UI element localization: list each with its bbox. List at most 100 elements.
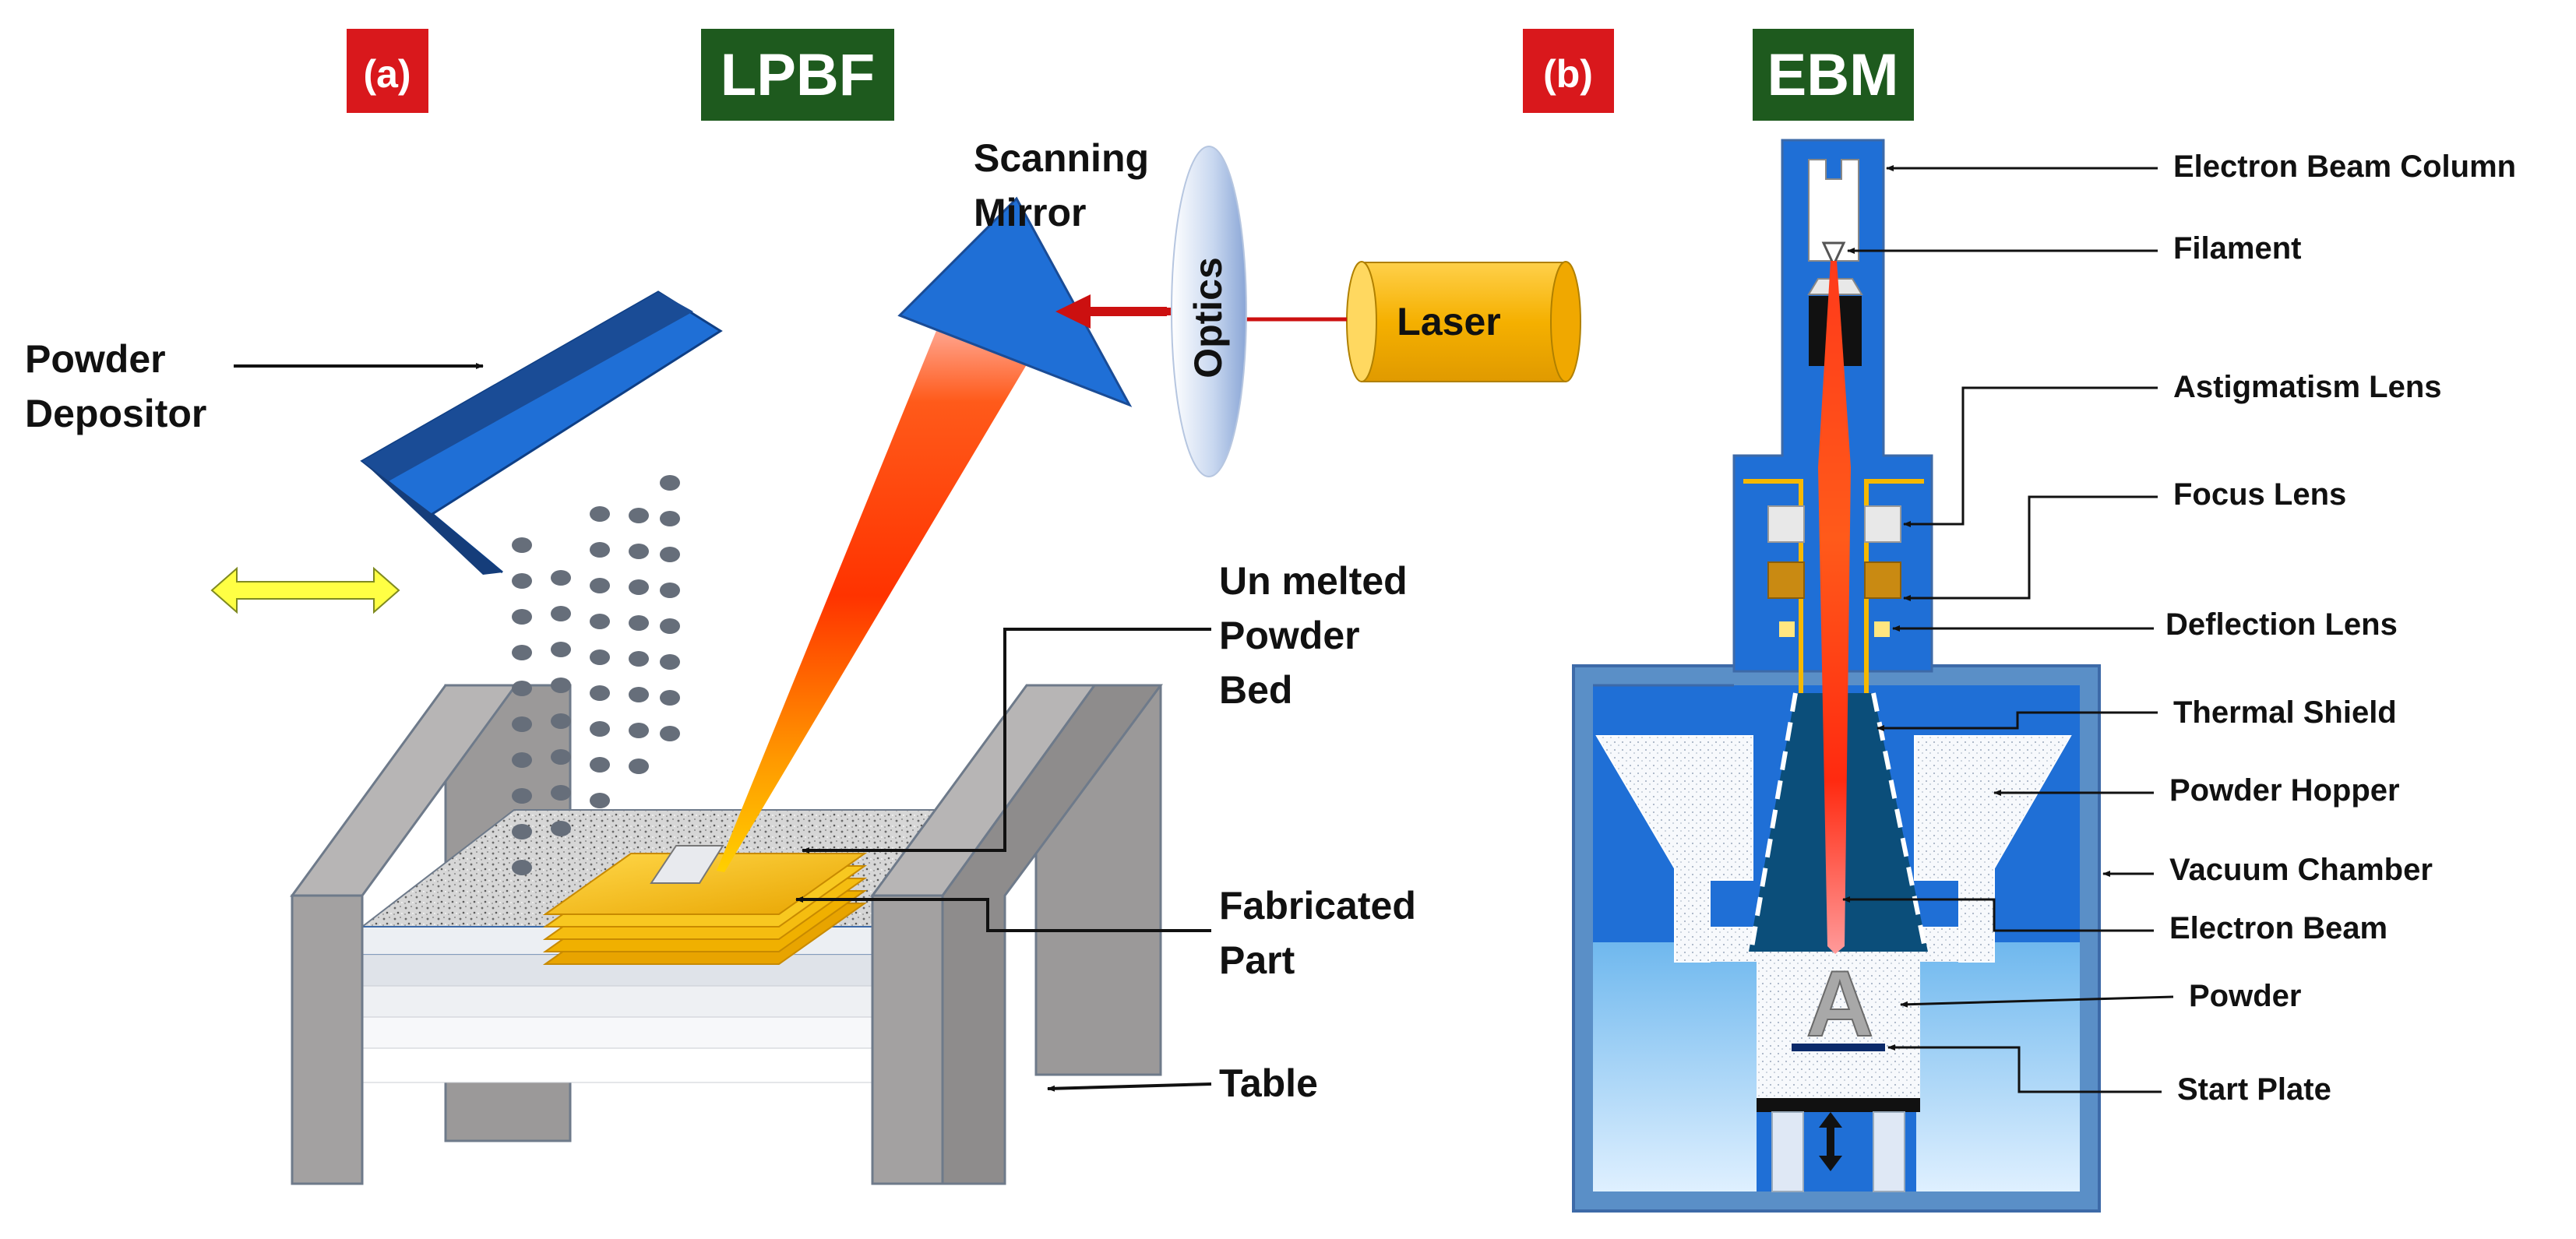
- panel-a-title-box: [701, 29, 894, 121]
- start-plate: [1792, 1044, 1885, 1051]
- fabricated-label-1: Fabricated: [1219, 884, 1416, 927]
- powder-particle: [629, 759, 649, 774]
- laser-arrow-head: [1055, 294, 1091, 329]
- powder-particle: [629, 615, 649, 631]
- powder-particle: [551, 570, 571, 586]
- powder-particle: [660, 547, 680, 562]
- table-pointer: [1047, 1082, 1212, 1092]
- piston-right: [1873, 1111, 1905, 1192]
- panel-a-tag-box: [347, 29, 428, 113]
- powder-hopper-left: [1595, 735, 1753, 963]
- table-surface: [361, 1047, 893, 1083]
- deflection-lens-left: [1779, 621, 1795, 637]
- powder-particle: [512, 537, 532, 553]
- powder-particle: [590, 542, 610, 558]
- optics-lens: [1171, 146, 1247, 477]
- unmelted-pointer: [802, 628, 1211, 854]
- deflection-lens-right: [1874, 621, 1890, 637]
- lens-housing-left: [1743, 479, 1803, 693]
- panel-b: (b) EBM A: [1523, 29, 2516, 1213]
- powder-particle: [629, 723, 649, 738]
- electron-beam: [1818, 261, 1851, 954]
- panel-a: (a) LPBF: [25, 29, 1581, 1185]
- powder-particle: [512, 752, 532, 768]
- optics-label: Optics: [1186, 257, 1230, 378]
- powder-particle: [660, 726, 680, 741]
- focus-lens-right: [1864, 561, 1901, 599]
- chamber-glow-right: [1916, 942, 2080, 1191]
- unmelted-label-1: Un melted: [1219, 559, 1408, 603]
- piston-left: [1771, 1111, 1804, 1192]
- powder-pointer: [1900, 995, 2174, 1008]
- start-plate-pointer: [1887, 1044, 2162, 1093]
- table-label: Table: [1219, 1061, 1318, 1105]
- fabricated-pointer: [795, 896, 1211, 932]
- astigmatism-lens-right: [1864, 505, 1901, 543]
- electron-beam-pointer: [1842, 896, 2154, 932]
- powder-particle: [660, 475, 680, 491]
- powder-depositor-label-2: Depositor: [25, 392, 206, 435]
- panel-b-tag: (b): [1543, 52, 1593, 96]
- thermal-shield-edge-right: [1871, 692, 1928, 952]
- focus-pointer: [1903, 495, 2158, 601]
- panel-a-title: LPBF: [721, 42, 875, 108]
- astigmatism-lens-left: [1767, 505, 1805, 543]
- powder-particle: [629, 544, 649, 559]
- powder-particle: [551, 821, 571, 836]
- laser-beam: [717, 319, 1036, 872]
- laser-source: Laser: [1346, 261, 1581, 382]
- bed-layer-4: [361, 1016, 893, 1049]
- bed-layer-3: [361, 985, 893, 1018]
- powder-particle: [512, 788, 532, 804]
- left-front-wall: [291, 894, 364, 1185]
- unmelted-label-2: Powder: [1219, 614, 1360, 657]
- right-front-wall: [871, 894, 944, 1185]
- powder-particle: [512, 573, 532, 589]
- powder-particle: [512, 609, 532, 625]
- powder-particle: [660, 511, 680, 526]
- powder-particle: [629, 579, 649, 595]
- deflection-lens-label: Deflection Lens: [2165, 607, 2398, 642]
- powder-particle: [551, 749, 571, 765]
- powder-particle: [512, 645, 532, 660]
- filament-label: Filament: [2173, 231, 2301, 266]
- vacuum-chamber-label: Vacuum Chamber: [2169, 853, 2433, 887]
- astigmatism-lens-label: Astigmatism Lens: [2173, 370, 2442, 404]
- powder-particle: [629, 508, 649, 523]
- powder-depositor-label-1: Powder: [25, 337, 166, 381]
- powder-particle: [629, 651, 649, 667]
- panel-b-title-box: [1753, 29, 1914, 121]
- build-platform: [1757, 1098, 1920, 1112]
- right-wall-top: [870, 684, 1097, 897]
- scanning-mirror-label-1: Scanning: [974, 136, 1149, 180]
- powder-particle: [551, 678, 571, 693]
- scanning-mirror: [897, 196, 1133, 407]
- fabricated-label-2: Part: [1219, 938, 1295, 982]
- powder-particle: [551, 713, 571, 729]
- powder-particle: [512, 824, 532, 839]
- powder-particle: [551, 606, 571, 621]
- thermal-shield-label: Thermal Shield: [2173, 695, 2397, 730]
- powder-label: Powder: [2189, 979, 2301, 1013]
- powder-particle: [660, 654, 680, 670]
- powder-particle: [590, 793, 610, 808]
- focus-lens-label: Focus Lens: [2173, 477, 2346, 512]
- powder-particle: [512, 860, 532, 875]
- filament-tip: [1821, 241, 1846, 268]
- panel-a-tag: (a): [363, 52, 411, 96]
- powder-particle: [590, 578, 610, 593]
- powder-particle: [590, 721, 610, 737]
- build-powder-area: [1757, 954, 1920, 1110]
- recoater-motion-arrow: [210, 566, 400, 614]
- thermal-shield-edge-left: [1749, 692, 1798, 952]
- powder-particle: [660, 690, 680, 706]
- start-plate-label: Start Plate: [2177, 1072, 2331, 1107]
- powder-particle: [590, 757, 610, 773]
- scanning-mirror-label-2: Mirror: [974, 191, 1086, 234]
- powder-hopper-label: Powder Hopper: [2169, 773, 2400, 808]
- powder-particle: [629, 687, 649, 702]
- powder-particles: [512, 475, 680, 875]
- powder-particle: [590, 685, 610, 701]
- focus-lens-left: [1767, 561, 1805, 599]
